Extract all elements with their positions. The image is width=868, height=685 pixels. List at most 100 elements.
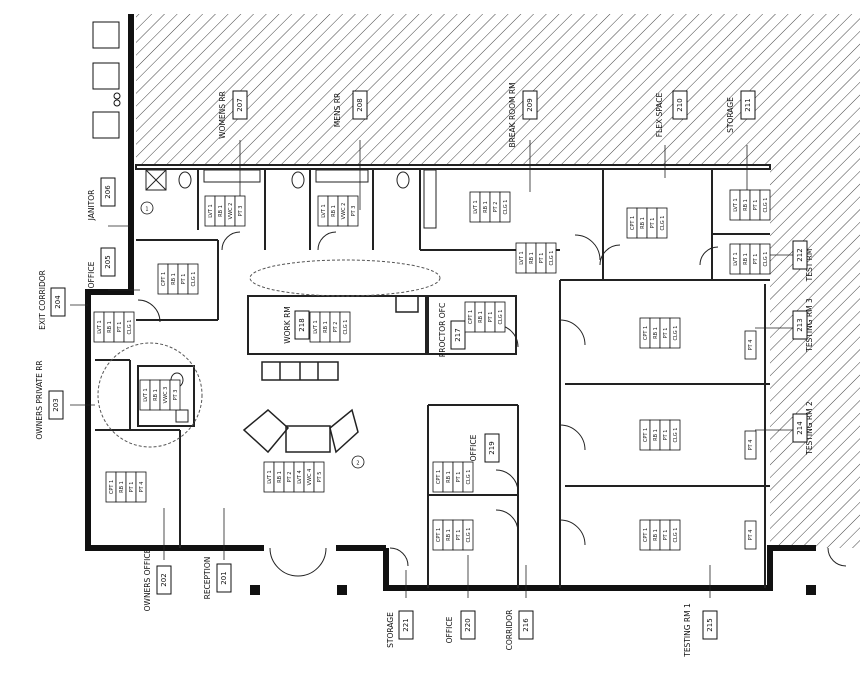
- schedule-cell-text: PT 5: [317, 472, 323, 483]
- schedule-cell-text: CPT 1: [630, 216, 636, 230]
- schedule-cell-text: CLG 1: [191, 272, 197, 287]
- schedule-cell: [339, 311, 351, 343]
- schedule-cell: [234, 195, 246, 227]
- room-name: TESTING RM 1: [683, 603, 692, 658]
- schedule-cell-text: RB 1: [529, 252, 535, 264]
- room-number: 213: [796, 318, 804, 331]
- schedule-cell: [669, 317, 681, 349]
- exterior-walls: [85, 14, 816, 591]
- room-number: 217: [454, 328, 462, 341]
- schedule-cell-text: RB 1: [218, 205, 224, 217]
- revision-clouds: [97, 259, 441, 448]
- room-number: 210: [676, 98, 684, 111]
- room-number: 211: [744, 98, 752, 111]
- schedule-cell-text: RB 1: [743, 253, 749, 265]
- room-number-box: [484, 433, 500, 463]
- schedule-cell-text: VWC 2: [341, 203, 347, 220]
- callout-circle: [351, 455, 365, 469]
- room-break-room: BREAK ROOM RM 209: [508, 82, 538, 148]
- room-number: 206: [104, 185, 112, 199]
- wall-tag-box: [744, 330, 757, 360]
- room-number-box: [518, 610, 534, 640]
- room-name: BREAK ROOM RM: [508, 82, 517, 147]
- schedule-cell-text: RB 1: [277, 471, 283, 483]
- room-number-box: [398, 610, 414, 640]
- schedule-cell-text: CLG 1: [343, 320, 349, 335]
- schedule-cell-text: RB 1: [331, 205, 337, 217]
- room-number: 208: [356, 98, 364, 111]
- schedule-cell: [462, 461, 474, 493]
- schedule-cell-text: CLG 1: [673, 428, 679, 443]
- schedule-cell-text: CLG 1: [503, 200, 509, 215]
- room-name: OWNERS OFFICE: [143, 548, 152, 611]
- schedule-cell-text: CPT 1: [436, 528, 442, 542]
- schedule-cell-text: PT 3: [351, 206, 357, 217]
- schedule-cell-text: CLG 1: [673, 528, 679, 543]
- schedule-cell: [169, 379, 181, 411]
- room-number-box: [740, 90, 756, 120]
- room-name: CORRIDOR: [505, 610, 514, 651]
- schedule-cell-text: CPT 1: [161, 272, 167, 286]
- schedule-cell: [187, 263, 199, 295]
- room-name: WOMENS RR: [218, 91, 227, 139]
- schedule-cell-text: CLG 1: [549, 251, 555, 266]
- schedule-cell-text: RB 1: [483, 201, 489, 213]
- schedule-cell-text: LVT 1: [313, 320, 319, 333]
- keyplan-squares: [92, 21, 121, 139]
- wall-tag-box: [744, 430, 757, 460]
- room-number: 221: [402, 618, 410, 631]
- schedule-cell-text: RB 1: [640, 217, 646, 229]
- wall-tag-text: PT 4: [748, 440, 754, 451]
- schedule-cell-text: CLG 1: [763, 252, 769, 267]
- room-name: STORAGE: [386, 612, 395, 648]
- schedule-cell: [494, 301, 506, 333]
- schedule-cell-text: CLG 1: [673, 326, 679, 341]
- schedule-cell-text: PT 1: [488, 312, 494, 323]
- schedule-cell-text: CLG 1: [127, 320, 133, 335]
- wall-tag-pt4-215: PT 4: [744, 520, 757, 550]
- schedule-cell: [135, 471, 147, 503]
- schedule-cell-text: PT 1: [663, 530, 669, 541]
- room-name: TEST RM: [805, 249, 814, 283]
- room-number-box: [460, 610, 476, 640]
- schedule-cell-text: CLG 1: [763, 198, 769, 213]
- schedule-cell-text: RB 1: [653, 529, 659, 541]
- room-number: 219: [488, 441, 496, 454]
- room-number-box: [792, 413, 808, 443]
- exterior-columns: [250, 585, 816, 595]
- schedule-cell-text: CLG 1: [660, 216, 666, 231]
- room-number-box: [100, 177, 116, 207]
- schedule-cell-text: VWC 3: [163, 387, 169, 404]
- schedule-cell-text: PT 1: [753, 200, 759, 211]
- room-number-box: [450, 320, 466, 350]
- schedule-cell: [123, 311, 135, 343]
- schedule-cell-text: RB 1: [153, 389, 159, 401]
- schedule-cell-text: LVT 1: [143, 388, 149, 401]
- room-number: 209: [526, 98, 534, 111]
- door-swings: [137, 231, 847, 577]
- schedule-cell-text: PT 1: [456, 530, 462, 541]
- schedule-sch-test-1: CPT 1 RB 1 PT 1 CLG 1: [639, 519, 681, 551]
- callout-text: 2: [356, 461, 359, 467]
- schedule-cell-text: RB 1: [107, 321, 113, 333]
- schedule-cell-text: CPT 1: [643, 528, 649, 542]
- wall-tag-pt4-214: PT 4: [744, 430, 757, 460]
- wall-tag-text: PT 4: [748, 530, 754, 541]
- schedule-cell-text: RB 1: [446, 471, 452, 483]
